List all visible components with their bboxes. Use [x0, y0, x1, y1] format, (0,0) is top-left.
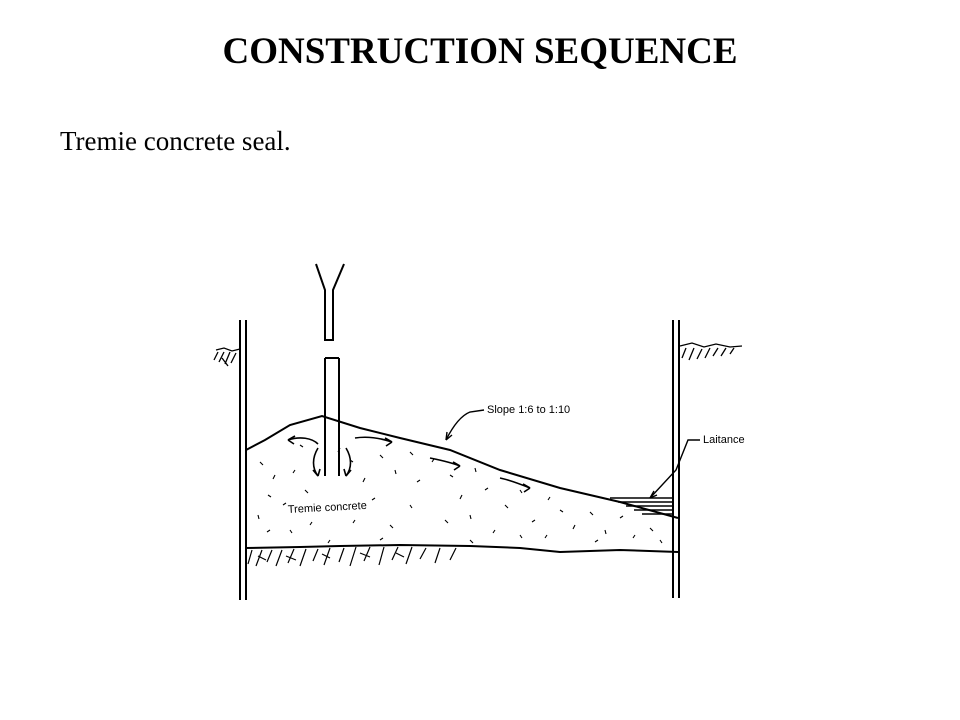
bottom-soil-hatch: [247, 546, 457, 567]
left-sheet-pile: [239, 320, 247, 600]
concrete-top-surface: [245, 414, 679, 519]
laitance-leader-arrow: [649, 490, 658, 499]
slope-leader: [445, 409, 485, 441]
concrete-label: Tremie concrete: [288, 500, 368, 516]
ground-right: [679, 342, 743, 361]
laitance-layer: [610, 497, 673, 515]
concrete-mass: [246, 416, 678, 552]
slope-leader-arrow: [445, 431, 453, 441]
flow-arrows: [287, 435, 531, 493]
slope-label: Slope 1:6 to 1:10: [487, 404, 570, 416]
laitance-label: Laitance: [703, 434, 745, 446]
right-sheet-pile: [672, 320, 680, 598]
slide-subtitle: Tremie concrete seal.: [60, 126, 291, 156]
laitance-leader: [649, 439, 700, 499]
concrete-speckles: [257, 444, 663, 544]
tremie-pipe-upper: [315, 263, 345, 341]
ground-left: [213, 347, 241, 367]
slide-title: CONSTRUCTION SEQUENCE: [222, 31, 738, 72]
concrete-bottom: [245, 543, 679, 554]
